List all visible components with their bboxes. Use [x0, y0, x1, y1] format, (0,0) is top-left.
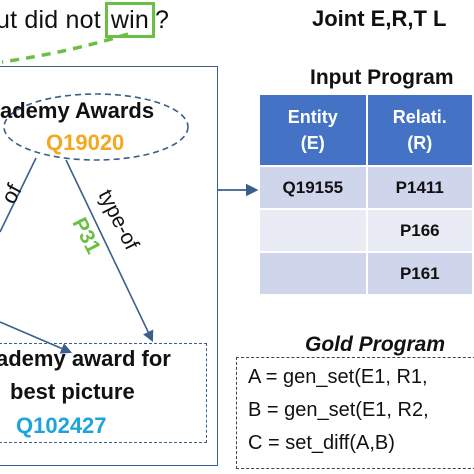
table-cell: P1411: [365, 165, 474, 210]
table-cell: [258, 251, 368, 296]
target-node-box: [0, 343, 207, 443]
table-row: P161: [258, 251, 474, 296]
left-edge-line: [0, 157, 37, 233]
gold-program-title: Gold Program: [305, 333, 446, 356]
table-cell: Q19155: [258, 165, 368, 210]
gold-program-line-1: A = gen_set(E1, R1,: [248, 366, 428, 388]
input-program-table: Entity(E) Relati.(R) Q19155 P1411 P166 P…: [258, 93, 474, 296]
table-cell: P166: [365, 208, 474, 253]
question-prefix: ut did not: [0, 6, 101, 34]
source-node-id: Q19020: [46, 130, 125, 155]
table-row: Q19155 P1411: [258, 165, 474, 210]
gold-program-box: [236, 357, 474, 469]
incoming-target-edge: [0, 321, 73, 354]
question-suffix: ?: [154, 6, 170, 34]
table-cell: [258, 208, 368, 253]
target-node-line2: best picture: [10, 379, 135, 404]
target-node-line1: ademy award for: [0, 346, 171, 371]
gold-program-line-2: B = gen_set(E1, R2,: [248, 399, 429, 421]
gold-program-line-3: C = set_diff(A,B): [248, 432, 395, 454]
knowledge-graph-panel: [0, 66, 218, 466]
joint-title: Joint E,R,T L: [312, 6, 447, 31]
source-node-ellipse: [3, 93, 189, 161]
type-of-edge: [65, 159, 154, 343]
target-node-id: Q102427: [16, 413, 107, 438]
input-program-title: Input Program: [310, 66, 454, 89]
question-highlight-word: win: [104, 2, 155, 38]
table-cell: P161: [365, 251, 474, 296]
source-node-label: ademy Awards: [0, 98, 155, 123]
header-relation: Relati.(R): [365, 93, 474, 167]
table-row: P166: [258, 208, 474, 253]
header-entity: Entity(E): [258, 93, 368, 167]
table-header-row: Entity(E) Relati.(R): [258, 93, 474, 167]
